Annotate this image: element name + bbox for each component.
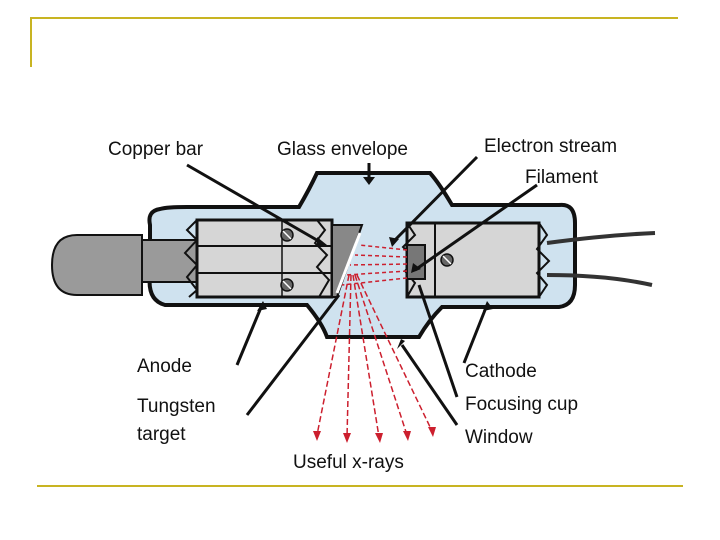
- label-useful-xrays: Useful x-rays: [293, 452, 404, 473]
- label-electron-stream: Electron stream: [484, 136, 617, 157]
- anode-stem: [134, 239, 198, 283]
- label-focusing-cup: Focusing cup: [465, 394, 578, 415]
- leader-lines: [186, 155, 538, 426]
- xray-tube-diagram: Copper bar Glass envelope Electron strea…: [47, 125, 683, 481]
- anode-jagged-right: [313, 219, 331, 298]
- label-filament: Filament: [525, 167, 599, 188]
- label-target: target: [137, 424, 186, 445]
- label-anode: Anode: [137, 356, 192, 377]
- bottom-accent-line: [37, 485, 683, 487]
- cathode-wire-top: [546, 231, 656, 245]
- anode-end-cap: [50, 234, 143, 296]
- label-tungsten: Tungsten: [137, 396, 216, 417]
- cathode-jagged-right: [535, 222, 551, 298]
- tungsten-target: [335, 232, 362, 294]
- electron-stream: [341, 244, 408, 286]
- cathode-wire-bottom: [546, 273, 653, 287]
- label-copper-bar: Copper bar: [108, 139, 204, 160]
- anode-block: [195, 218, 334, 299]
- xray-tube-figure: Copper bar Glass envelope Electron strea…: [47, 125, 683, 481]
- xray-arrowheads: [313, 427, 436, 443]
- label-glass-envelope: Glass envelope: [277, 139, 408, 160]
- label-cathode: Cathode: [465, 361, 537, 382]
- top-accent-line: [30, 17, 678, 19]
- focusing-cup: [406, 244, 426, 280]
- useful-xrays: [316, 274, 433, 438]
- left-accent-line: [30, 17, 32, 67]
- label-window: Window: [465, 427, 533, 448]
- anode-jagged-left: [183, 219, 199, 298]
- leader-arrowheads: [257, 177, 493, 349]
